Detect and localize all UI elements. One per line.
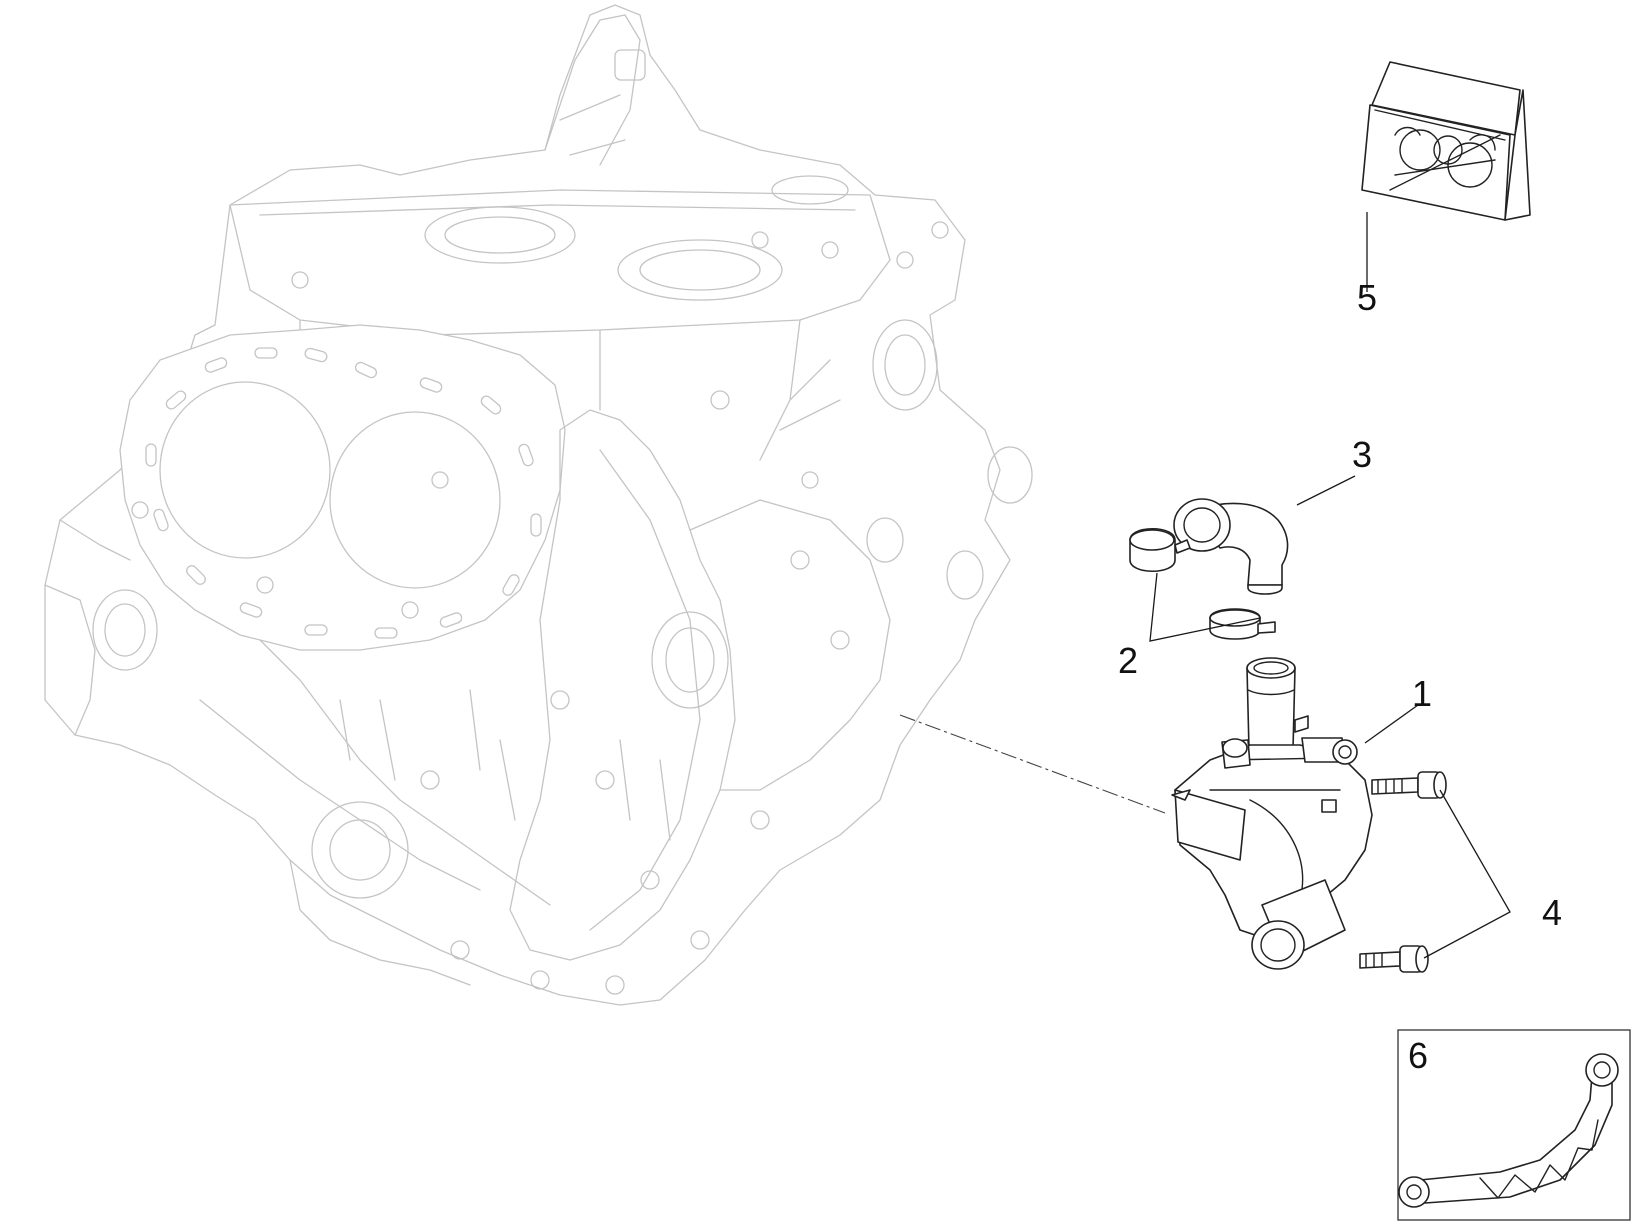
engine-crankcase-background — [44, 4, 1033, 1006]
part-6-inset-frame — [1397, 1029, 1631, 1221]
part-5-gasket-kit[interactable] — [1361, 61, 1531, 221]
callout-number-3: 3 — [1352, 434, 1372, 475]
part-6-inset[interactable] — [1397, 1029, 1631, 1221]
callout-number-5: 5 — [1357, 277, 1377, 318]
callout-number-1: 1 — [1412, 673, 1432, 714]
part-2-clamp-lower[interactable] — [1209, 608, 1276, 640]
part-1-water-pump[interactable] — [1171, 657, 1373, 970]
part-3-elbow-hose[interactable] — [1173, 498, 1289, 595]
callout-number-2: 2 — [1118, 640, 1138, 681]
assembly-axis-line — [899, 714, 1166, 814]
part-4-bolt-upper[interactable] — [1371, 771, 1447, 799]
part-4-bolt-lower[interactable] — [1359, 945, 1429, 973]
part-2-clamp-upper[interactable] — [1129, 528, 1191, 572]
callout-number-6: 6 — [1408, 1035, 1428, 1076]
callout-number-4: 4 — [1542, 892, 1562, 933]
leader-lines — [1149, 212, 1511, 959]
